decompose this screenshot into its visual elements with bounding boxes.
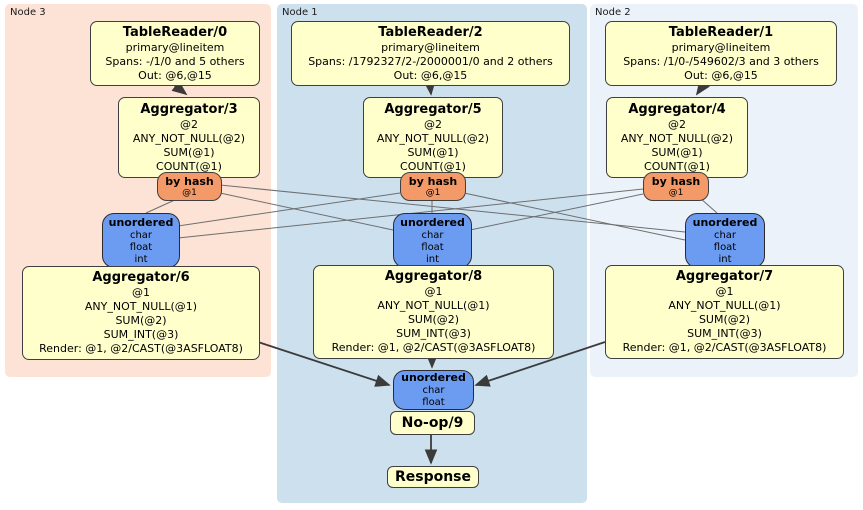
- router-title: by hash: [651, 174, 701, 188]
- box-line: @2: [424, 117, 442, 131]
- box-title: Aggregator/8: [384, 269, 483, 284]
- edge-line: [145, 198, 178, 214]
- box-line: Spans: /1792327/2-/2000001/0 and 2 other…: [308, 54, 553, 68]
- box-line: Spans: -/1/0 and 5 others: [105, 54, 245, 68]
- table-reader-box: TableReader/1 primary@lineitem Spans: /1…: [605, 21, 837, 86]
- edge-line: [469, 193, 644, 231]
- stream-type: float: [129, 241, 153, 253]
- node-label: Node 1: [282, 7, 318, 18]
- box-title: TableReader/0: [122, 24, 228, 40]
- stream-type: int: [134, 253, 148, 265]
- box-title: TableReader/2: [378, 24, 483, 40]
- noop-box: No-op/9: [390, 411, 475, 435]
- box-line: ANY_NOT_NULL(@1): [377, 299, 490, 312]
- box-line: SUM(@2): [407, 313, 460, 326]
- hash-router: by hash @1: [400, 172, 466, 201]
- box-line: SUM(@1): [651, 145, 703, 159]
- box-title: Aggregator/7: [675, 269, 774, 284]
- box-title: Aggregator/3: [140, 101, 238, 117]
- box-line: ANY_NOT_NULL(@2): [132, 131, 246, 145]
- box-line: Render: @1, @2/CAST(@3ASFLOAT8): [622, 341, 827, 354]
- stream-box: unordered char float int: [102, 213, 180, 268]
- box-line: ANY_NOT_NULL(@2): [376, 131, 490, 145]
- router-detail: @1: [182, 187, 197, 198]
- box-line: Out: @6,@15: [393, 68, 468, 82]
- stream-type: char: [713, 229, 737, 241]
- stream-type: float: [713, 241, 737, 253]
- box-title: Aggregator/5: [384, 101, 482, 117]
- box-line: primary@lineitem: [381, 40, 480, 54]
- box-line: primary@lineitem: [671, 40, 771, 54]
- edge-line: [177, 192, 401, 227]
- box-line: Out: @6,@15: [138, 68, 212, 82]
- box-line: @2: [668, 117, 686, 131]
- box-line: SUM(@2): [698, 313, 751, 326]
- stream-type: int: [718, 253, 732, 265]
- box-line: Render: @1, @2/CAST(@3ASFLOAT8): [331, 341, 536, 354]
- stream-type: char: [421, 229, 444, 241]
- box-line: ANY_NOT_NULL(@1): [668, 299, 781, 312]
- box-title: Aggregator/4: [628, 101, 726, 117]
- box-line: COUNT(@1): [644, 159, 710, 173]
- box-line: @1: [132, 286, 150, 299]
- box-line: SUM_INT(@3): [687, 327, 762, 340]
- box-line: SUM_INT(@3): [103, 328, 179, 341]
- router-detail: @1: [668, 187, 684, 198]
- stream-type: char: [129, 229, 153, 241]
- response-box: Response: [387, 466, 479, 488]
- stream-type: char: [422, 385, 445, 396]
- aggregator-box: Aggregator/5 @2 ANY_NOT_NULL(@2) SUM(@1)…: [363, 97, 503, 178]
- router-title: by hash: [165, 174, 214, 188]
- stream-type: int: [425, 253, 440, 265]
- table-reader-box: TableReader/2 primary@lineitem Spans: /1…: [291, 21, 570, 86]
- edge-line: [699, 197, 718, 214]
- box-title: TableReader/1: [668, 24, 774, 40]
- aggregator-box: Aggregator/4 @2 ANY_NOT_NULL(@2) SUM(@1)…: [606, 97, 748, 178]
- box-line: SUM(@1): [407, 145, 459, 159]
- stream-type: float: [421, 241, 444, 253]
- stream-title: unordered: [400, 215, 465, 229]
- stream-box: unordered char float int: [685, 213, 765, 268]
- box-title: Aggregator/6: [92, 270, 190, 285]
- router-title: by hash: [408, 174, 458, 188]
- stream-title: unordered: [108, 215, 174, 229]
- node-label: Node 2: [595, 7, 631, 18]
- edge-line: [219, 184, 686, 233]
- edge-line: [463, 192, 686, 241]
- box-title: Response: [394, 469, 472, 485]
- table-reader-box: TableReader/0 primary@lineitem Spans: -/…: [90, 21, 260, 86]
- box-line: COUNT(@1): [400, 159, 466, 173]
- box-line: ANY_NOT_NULL(@2): [620, 131, 734, 145]
- box-line: @1: [715, 285, 734, 298]
- aggregator-box: Aggregator/3 @2 ANY_NOT_NULL(@2) SUM(@1)…: [118, 97, 260, 178]
- box-line: @1: [424, 285, 443, 298]
- stream-box-final: unordered char float: [393, 370, 474, 410]
- edge-arrow: [257, 341, 391, 387]
- box-line: SUM(@2): [115, 314, 167, 327]
- aggregator-box: Aggregator/6 @1 ANY_NOT_NULL(@1) SUM(@2)…: [22, 266, 260, 360]
- box-line: SUM(@1): [163, 145, 215, 159]
- box-line: Spans: /1/0-/549602/3 and 3 others: [623, 54, 819, 68]
- box-line: Render: @1, @2/CAST(@3ASFLOAT8): [39, 342, 243, 355]
- aggregator-box: Aggregator/8 @1 ANY_NOT_NULL(@1) SUM(@2)…: [313, 265, 554, 359]
- box-line: @2: [180, 117, 198, 131]
- aggregator-box: Aggregator/7 @1 ANY_NOT_NULL(@1) SUM(@2)…: [605, 265, 844, 359]
- box-line: primary@lineitem: [125, 40, 225, 54]
- box-line: ANY_NOT_NULL(@1): [84, 300, 198, 313]
- edge-arrow: [474, 341, 606, 387]
- hash-router: by hash @1: [157, 172, 222, 201]
- box-line: COUNT(@1): [156, 159, 222, 173]
- hash-router: by hash @1: [643, 172, 709, 201]
- router-detail: @1: [425, 187, 441, 198]
- box-title: No-op/9: [401, 415, 464, 431]
- stream-title: unordered: [692, 215, 758, 229]
- node-label: Node 3: [10, 7, 46, 18]
- stream-type: float: [422, 397, 445, 408]
- stream-box: unordered char float int: [393, 213, 472, 268]
- box-line: SUM_INT(@3): [396, 327, 471, 340]
- edge-line: [219, 192, 394, 231]
- stream-title: unordered: [401, 371, 466, 384]
- box-line: Out: @6,@15: [684, 68, 758, 82]
